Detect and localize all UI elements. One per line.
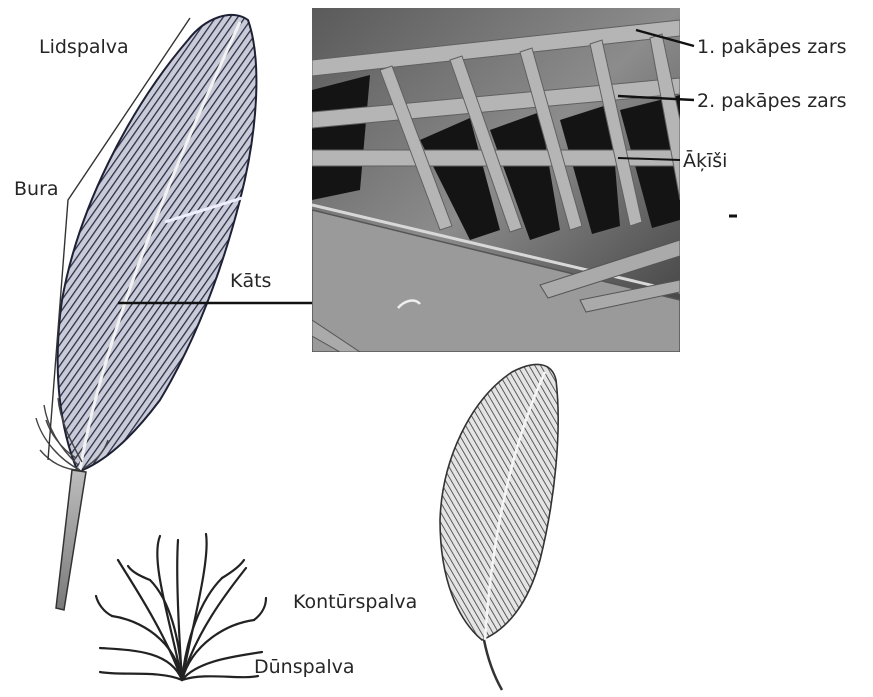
down-feather (96, 534, 266, 680)
label-flight-feather: Lidspalva (39, 38, 129, 57)
flight-feather-calamus (56, 470, 86, 610)
label-contour-feather: Kontūrspalva (293, 593, 417, 612)
label-barb: 1. pakāpes zars (697, 38, 847, 57)
contour-feather-calamus (484, 640, 502, 690)
contour-feather-vane (440, 364, 558, 640)
label-shaft: Kāts (230, 272, 271, 291)
flight-feather-vane (58, 15, 257, 472)
label-down-feather: Dūnspalva (254, 658, 354, 677)
label-barbule: 2. pakāpes zars (697, 92, 847, 111)
sem-micrograph (312, 8, 680, 352)
contour-feather (440, 364, 558, 690)
flight-feather (36, 15, 256, 610)
label-hooklets: Āķīši (683, 152, 727, 171)
label-vane: Bura (14, 180, 59, 199)
